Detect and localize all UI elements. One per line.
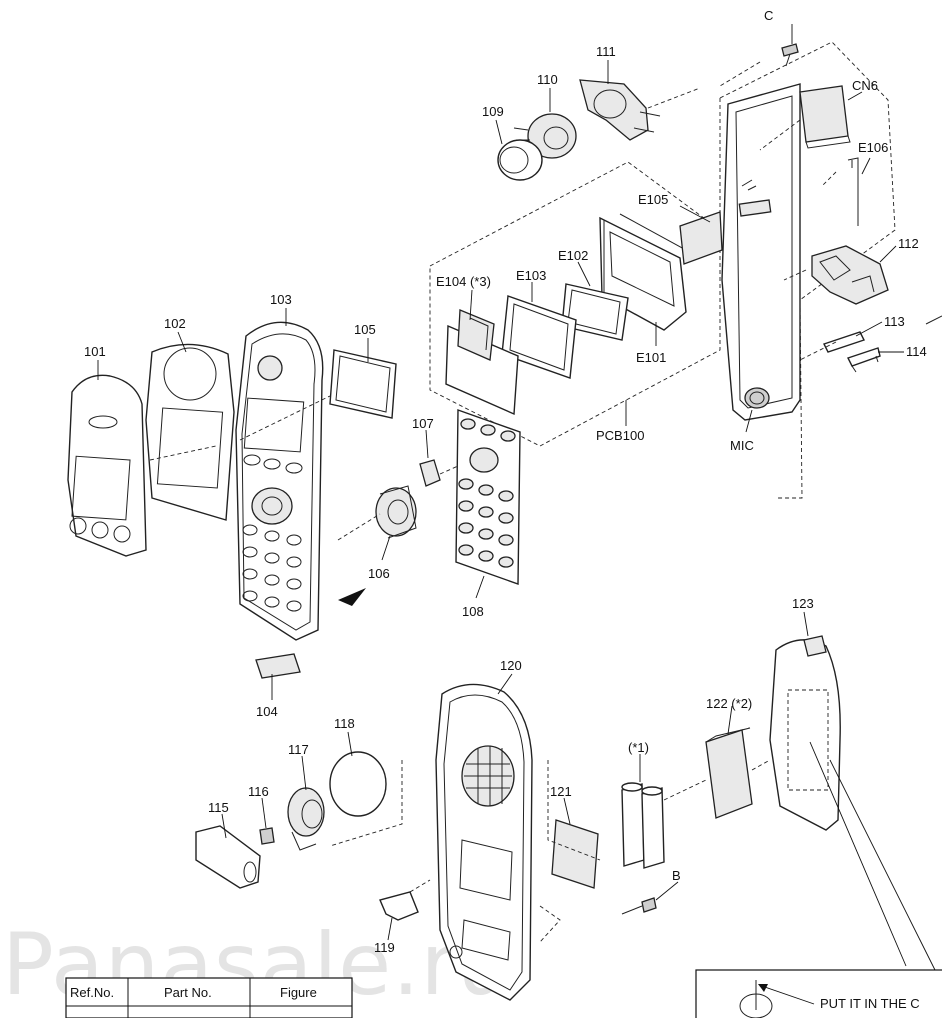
label-101: 101 xyxy=(84,344,106,359)
label-e101: E101 xyxy=(636,350,666,365)
label-b: B xyxy=(672,868,681,883)
label-107: 107 xyxy=(412,416,434,431)
label-star1: (*1) xyxy=(628,740,649,755)
label-108: 108 xyxy=(462,604,484,619)
front-cover-assembly xyxy=(67,321,397,679)
label-e104: E104 (*3) xyxy=(436,274,491,289)
label-116: 116 xyxy=(248,784,269,799)
label-c: C xyxy=(764,8,773,23)
label-e103: E103 xyxy=(516,268,546,283)
label-110: 110 xyxy=(537,72,558,87)
label-122: 122 (*2) xyxy=(706,696,752,711)
label-115: 115 xyxy=(208,800,229,815)
label-113: 113 xyxy=(884,314,905,329)
label-119: 119 xyxy=(374,940,395,955)
pcb100-group xyxy=(429,161,723,447)
receiver-assembly xyxy=(497,79,701,181)
pcb-frame-assembly xyxy=(719,41,942,499)
label-pcb100: PCB100 xyxy=(596,428,644,443)
label-109: 109 xyxy=(482,104,504,119)
label-e102: E102 xyxy=(558,248,588,263)
label-106: 106 xyxy=(368,566,390,581)
table-header-refno: Ref.No. xyxy=(70,985,114,1000)
label-e106: E106 xyxy=(858,140,888,155)
leader-lines xyxy=(97,24,904,941)
label-102: 102 xyxy=(164,316,186,331)
table-header-figure: Figure xyxy=(280,985,317,1000)
rear-cabinet-assembly xyxy=(195,635,937,1001)
label-117: 117 xyxy=(288,742,309,757)
callout-text: PUT IT IN THE C xyxy=(820,996,920,1011)
label-e105: E105 xyxy=(638,192,668,207)
label-121: 121 xyxy=(550,784,572,799)
label-104: 104 xyxy=(256,704,278,719)
ref-table: Ref.No. Part No. Figure xyxy=(65,977,353,1018)
label-103: 103 xyxy=(270,292,292,307)
part-labels: C CN6 E106 111 110 109 112 113 114 E105 … xyxy=(84,8,927,955)
table-header-partno: Part No. xyxy=(164,985,212,1000)
keypad-assembly xyxy=(337,409,521,585)
label-111: 111 xyxy=(596,44,616,59)
label-112: 112 xyxy=(898,236,919,251)
label-123: 123 xyxy=(792,596,814,611)
label-mic: MIC xyxy=(730,438,754,453)
label-114: 114 xyxy=(906,344,927,359)
callout-box: PUT IT IN THE C xyxy=(695,969,942,1018)
label-120: 120 xyxy=(500,658,522,673)
label-118: 118 xyxy=(334,716,355,731)
label-cn6: CN6 xyxy=(852,78,878,93)
label-105: 105 xyxy=(354,322,376,337)
